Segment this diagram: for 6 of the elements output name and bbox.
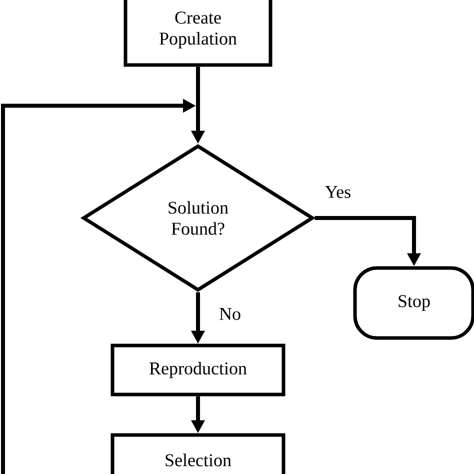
terminal-box: Stop (353, 266, 474, 340)
process-box: Selection (110, 433, 286, 474)
process-box: Reproduction (110, 344, 286, 396)
edge-label: Yes (324, 185, 352, 199)
edge-label: No (218, 307, 242, 321)
process-box: Create Population (124, 0, 272, 67)
